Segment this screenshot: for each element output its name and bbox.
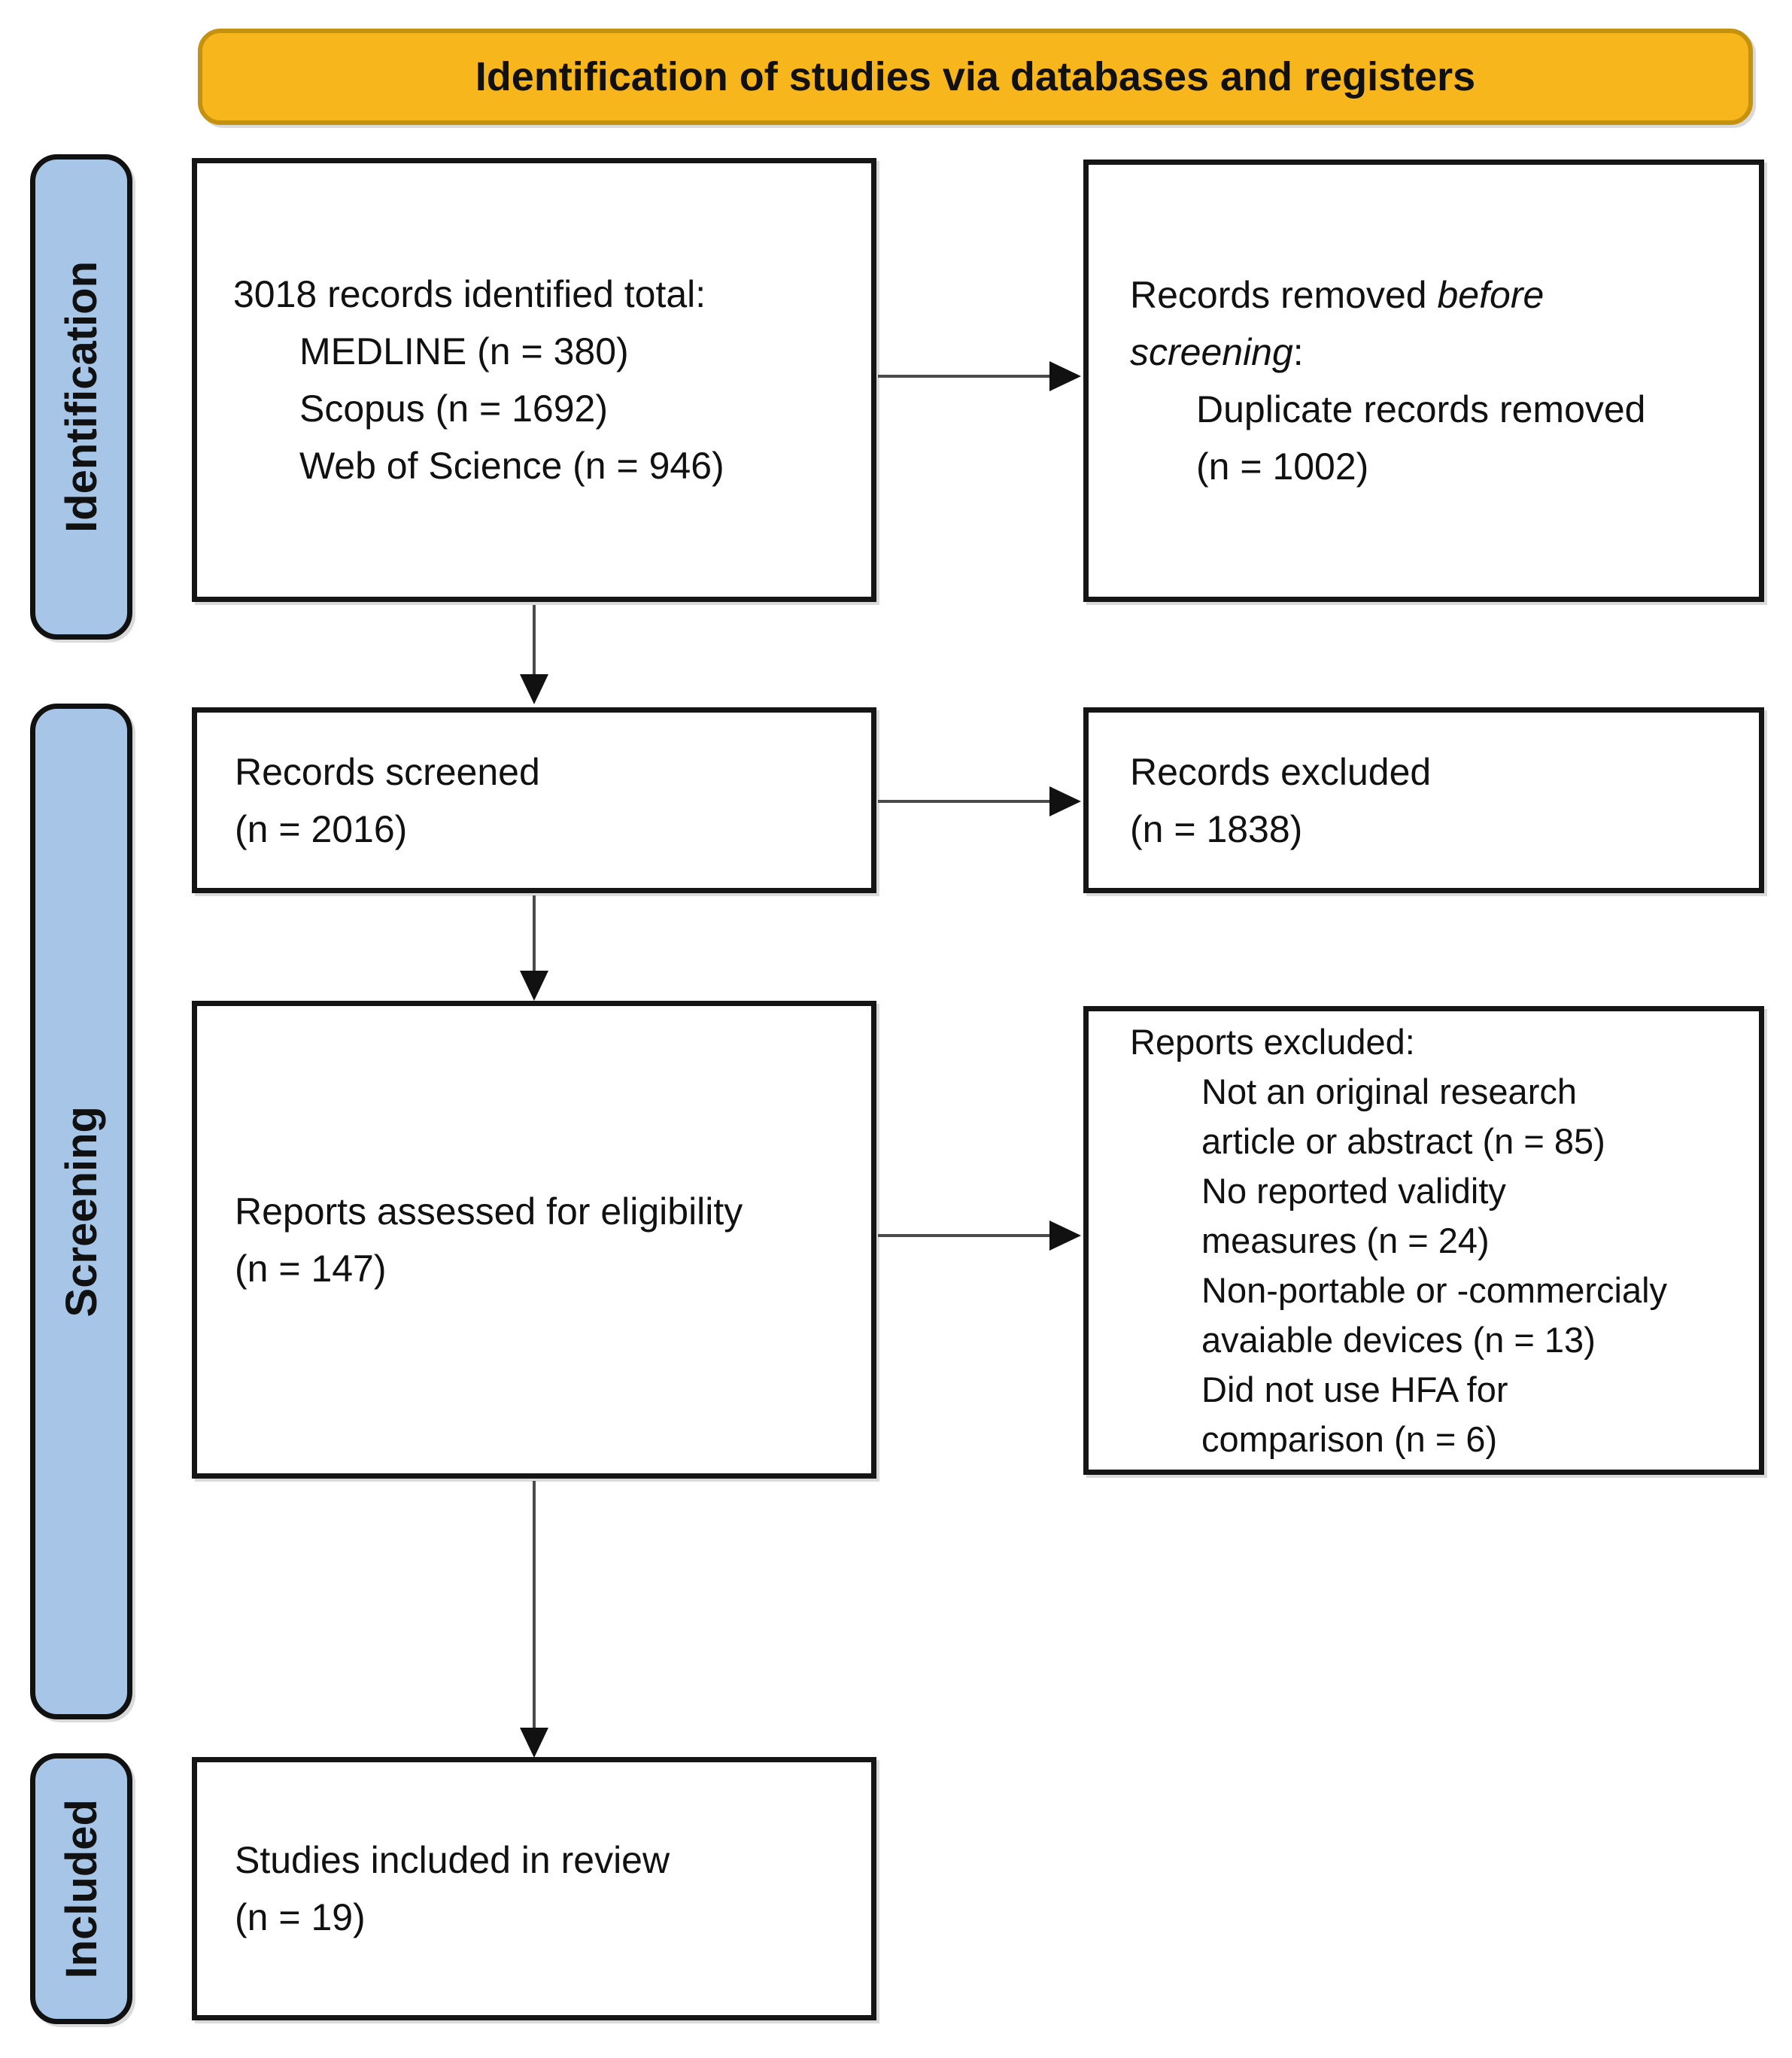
reports-assessed-line1: Reports assessed for eligibility: [235, 1190, 743, 1233]
box-records-identified: 3018 records identified total: MEDLINE (…: [192, 158, 876, 602]
studies-included-line1: Studies included in review: [235, 1839, 670, 1881]
arrow-screened-to-assessed: [533, 895, 536, 971]
records-removed-title-italic2: screening: [1130, 331, 1293, 373]
banner-title: Identification of studies via databases …: [475, 54, 1476, 99]
records-identified-title: 3018 records identified total:: [233, 273, 706, 315]
arrow-screened-to-excluded: [878, 800, 1049, 803]
records-removed-item: (n = 1002): [1196, 445, 1369, 488]
records-removed-title-regular: Records removed: [1130, 274, 1438, 316]
records-excluded-line1: Records excluded: [1130, 750, 1432, 793]
records-removed-title-line1: Records removed before: [1130, 266, 1736, 324]
arrow-identified-to-removed: [878, 375, 1049, 378]
reports-excluded-item: measures (n = 24): [1201, 1220, 1490, 1260]
box-records-removed: Records removed before screening: Duplic…: [1083, 160, 1764, 602]
records-removed-item: Duplicate records removed: [1196, 388, 1646, 430]
reports-excluded-item: No reported validity: [1201, 1170, 1506, 1211]
stage-label-identification-text: Identification: [56, 261, 106, 533]
reports-excluded-title: Reports excluded:: [1130, 1021, 1415, 1062]
records-removed-title-italic: before: [1437, 274, 1544, 316]
reports-excluded-item: Did not use HFA for: [1201, 1369, 1508, 1409]
arrow-assessed-to-reports-excluded: [878, 1234, 1049, 1237]
arrow-assessed-to-studies-included: [533, 1481, 536, 1728]
records-removed-title-line2: screening:: [1130, 324, 1736, 381]
box-studies-included: Studies included in review (n = 19): [192, 1757, 876, 2020]
stage-label-included: Included: [30, 1753, 132, 2024]
stage-label-identification: Identification: [30, 154, 132, 640]
records-identified-item: Scopus (n = 1692): [299, 388, 608, 430]
stage-label-screening-text: Screening: [56, 1105, 106, 1318]
arrow-identified-to-screened: [533, 605, 536, 674]
reports-excluded-item: Non-portable or -commercialy: [1201, 1269, 1668, 1310]
reports-excluded-item: comparison (n = 6): [1201, 1418, 1498, 1459]
banner: Identification of studies via databases …: [198, 29, 1753, 125]
reports-excluded-item: article or abstract (n = 85): [1201, 1120, 1605, 1161]
reports-assessed-line2: (n = 147): [235, 1247, 387, 1290]
studies-included-line2: (n = 19): [235, 1896, 366, 1938]
records-removed-title-colon: :: [1292, 331, 1304, 373]
box-records-screened: Records screened (n = 2016): [192, 707, 876, 893]
records-identified-item: MEDLINE (n = 380): [299, 330, 629, 372]
records-excluded-line2: (n = 1838): [1130, 807, 1303, 850]
stage-label-screening: Screening: [30, 704, 132, 1719]
reports-excluded-item: Not an original research: [1201, 1071, 1577, 1111]
stage-label-included-text: Included: [56, 1798, 106, 1979]
box-records-excluded: Records excluded (n = 1838): [1083, 707, 1764, 893]
box-reports-excluded: Reports excluded: Not an original resear…: [1083, 1006, 1764, 1475]
records-screened-line2: (n = 2016): [235, 807, 408, 850]
records-screened-line1: Records screened: [235, 750, 540, 793]
records-identified-item: Web of Science (n = 946): [299, 445, 724, 487]
box-reports-assessed: Reports assessed for eligibility (n = 14…: [192, 1001, 876, 1479]
reports-excluded-item: avaiable devices (n = 13): [1201, 1319, 1596, 1360]
